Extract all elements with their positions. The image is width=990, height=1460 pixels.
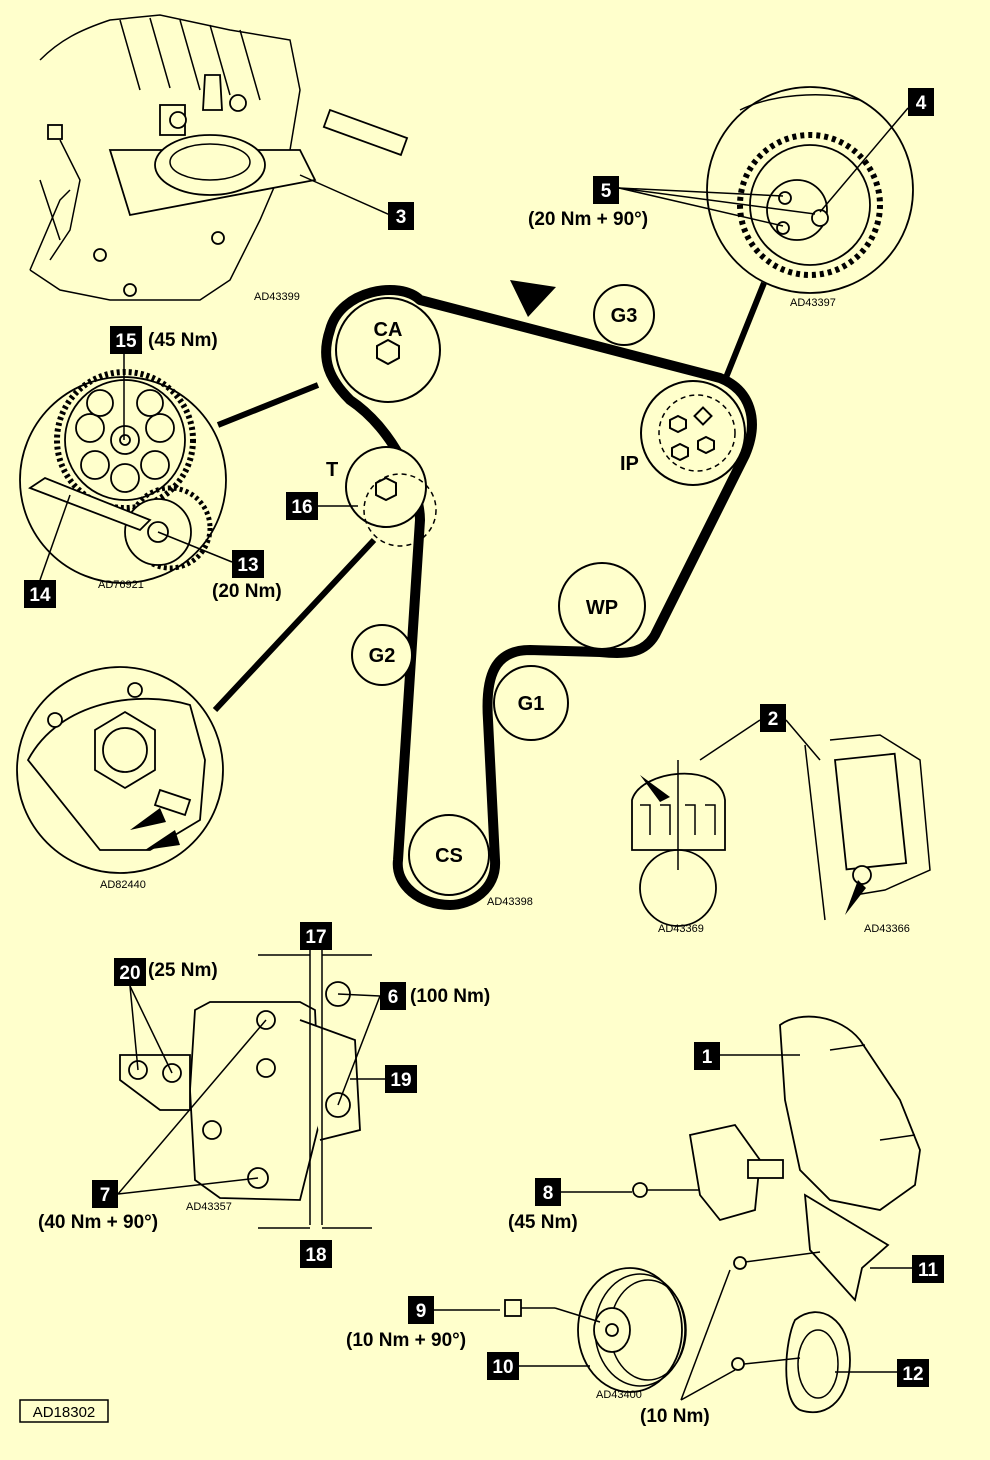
svg-text:15: 15 [115,331,137,352]
timing-cover [779,1015,921,1211]
badge-7: 7 [92,1180,118,1208]
badge-3: 3 [388,202,414,230]
svg-text:5: 5 [601,181,612,202]
figure-code-flywheel-mark: AD43366 [864,923,910,935]
figure-code-top-left: AD43399 [254,291,300,303]
figure-code-bracket: AD43357 [186,1201,232,1213]
timing-belt [321,285,757,910]
badge-6: 6 [380,982,406,1010]
torque-6: (100 Nm) [410,986,490,1007]
pulley-bolt [504,1299,601,1323]
figure-code-top-right: AD43397 [790,297,836,309]
torque-7: (40 Nm + 90°) [38,1212,158,1233]
badge-19: 19 [385,1065,417,1093]
figure-code-belt: AD43398 [487,896,533,908]
svg-text:G3: G3 [611,305,638,327]
pulley-guide-1: G1 [493,665,569,741]
badge-11: 11 [912,1255,944,1283]
svg-text:18: 18 [305,1245,326,1266]
badge-4: 4 [908,88,934,116]
backing-plate [785,1311,851,1413]
torque-20: (25 Nm) [148,960,218,981]
flywheel-mark-detail [804,734,931,921]
belt-direction-arrow [510,280,556,317]
svg-text:16: 16 [291,497,312,518]
torque-5: (20 Nm + 90°) [528,209,648,230]
figure-code-tensioner-pointer: AD82440 [100,879,146,891]
badge-8: 8 [535,1178,561,1206]
pulley-injection-pump: IP [620,380,746,486]
svg-text:13: 13 [237,555,258,576]
svg-text:9: 9 [416,1301,427,1322]
badge-18: 18 [300,1240,332,1268]
svg-text:3: 3 [396,207,407,228]
badge-9: 9 [408,1296,434,1324]
torque-15: (45 Nm) [148,330,218,351]
svg-text:CA: CA [374,319,403,341]
badge-2: 2 [760,704,786,732]
badge-12: 12 [897,1359,929,1387]
torque-9: (10 Nm + 90°) [346,1330,466,1351]
svg-text:19: 19 [390,1070,411,1091]
svg-text:10: 10 [492,1357,513,1378]
pulley-guide-2: G2 [351,624,413,686]
svg-text:CS: CS [435,845,463,867]
figure-code-crank-mark: AD43369 [658,923,704,935]
svg-text:IP: IP [620,453,639,475]
pulley-camshaft: CA [335,297,441,403]
injection-pump-sprocket-detail [706,86,914,294]
svg-text:8: 8 [543,1183,554,1204]
tensioner-gear-detail [19,369,227,584]
badge-1: 1 [694,1042,720,1070]
svg-text:WP: WP [586,597,618,619]
svg-text:T: T [326,459,338,481]
svg-text:14: 14 [29,585,51,606]
pulley-water-pump: WP [558,562,646,650]
svg-text:11: 11 [918,1260,939,1281]
svg-text:12: 12 [902,1364,923,1385]
svg-text:G1: G1 [518,693,545,715]
engine-bracket-detail [119,950,372,1229]
badge-17: 17 [300,922,332,950]
badge-13: 13 [232,550,264,578]
torque-13: (20 Nm) [212,581,282,602]
badge-20: 20 [114,958,146,986]
svg-text:20: 20 [119,963,140,984]
svg-text:1: 1 [702,1047,713,1068]
crankshaft-mark-detail [631,760,726,927]
badge-15: 15 [110,326,142,354]
badge-10: 10 [487,1352,519,1380]
lower-cover [803,1193,890,1302]
figure-code-tensioner-gear: AD76921 [98,579,144,591]
svg-text:6: 6 [388,987,399,1008]
figure-code-pulley-parts: AD43400 [596,1389,642,1401]
camshaft-locking-detail [29,14,409,301]
torque-10nm: (10 Nm) [640,1406,710,1427]
crankshaft-pulley [577,1267,687,1393]
pulley-crankshaft: CS [408,814,490,896]
badge-16: 16 [286,492,318,520]
tensioner-pointer-detail [16,666,224,874]
pulley-guide-3: G3 [593,284,655,346]
svg-text:G2: G2 [369,645,396,667]
badge-5: 5 [593,176,619,204]
svg-text:2: 2 [768,709,779,730]
crank-sensor [632,1123,784,1222]
torque-8: (45 Nm) [508,1212,578,1233]
sheet-code-box: AD18302 [19,1399,109,1423]
svg-text:AD18302: AD18302 [33,1404,96,1421]
badge-14: 14 [24,580,56,608]
svg-text:17: 17 [305,927,326,948]
svg-text:7: 7 [100,1185,111,1206]
pulley-tensioner: T [326,446,437,547]
svg-text:4: 4 [916,93,927,114]
